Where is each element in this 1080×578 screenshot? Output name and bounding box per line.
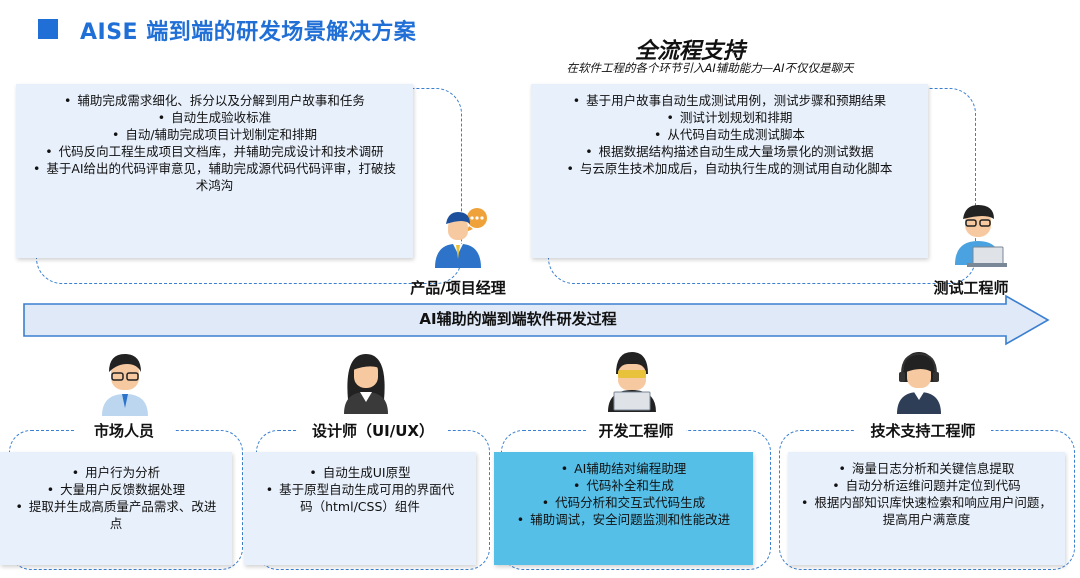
test-item: • 测试计划规划和排期 <box>547 109 912 126</box>
test-engineer-avatar-icon <box>955 205 1007 267</box>
test-item: • 与云原生技术加成后，自动执行生成的测试用自动化脚本 <box>547 160 912 177</box>
pm-item-text: 自动/辅助完成项目计划制定和排期 <box>125 127 318 142</box>
support-item: • 自动分析运维问题并定位到代码 <box>800 477 1053 494</box>
marketing-label: 市场人员 <box>74 420 174 441</box>
pm-item-text: 自动生成验收标准 <box>171 110 272 125</box>
test-box: • 基于用户故事自动生成测试用例，测试步骤和预期结果 • 测试计划规划和排期 • 从代… <box>531 84 928 258</box>
marketing-item: • 大量用户反馈数据处理 <box>14 481 218 498</box>
pm-item: • 基于AI给出的代码评审意见，辅助完成源代码代码评审，打破技术鸿沟 <box>32 160 397 194</box>
pm-item: • 代码反向工程生成项目文档库，并辅助完成设计和技术调研 <box>32 143 397 160</box>
bullet: • <box>15 499 23 514</box>
developer-item-text: 代码补全和生成 <box>586 478 674 493</box>
developer-item: • 代码补全和生成 <box>502 477 745 494</box>
bullet: • <box>541 495 550 510</box>
marketing-item-text: 大量用户反馈数据处理 <box>60 482 186 497</box>
marketing-item: • 提取并生成高质量产品需求、改进点 <box>14 498 218 532</box>
developer-item-text: AI辅助结对编程助理 <box>574 461 687 476</box>
designer-list: • 自动生成UI原型 • 基于原型自动生成可用的界面代码（html/CSS）组件 <box>260 464 460 515</box>
bullet: • <box>585 144 593 159</box>
test-engineer-label: 测试工程师 <box>933 279 1009 297</box>
support-item-text: 自动分析运维问题并定位到代码 <box>845 478 1021 493</box>
page-title: AISE 端到端的研发场景解决方案 <box>80 20 417 45</box>
bullet: • <box>832 478 840 493</box>
support-item: • 根据内部知识库快速检索和响应用户问题，提高用户满意度 <box>800 494 1053 528</box>
pm-item: • 辅助完成需求细化、拆分以及分解到用户故事和任务 <box>32 92 397 109</box>
title-square-icon <box>38 19 58 39</box>
developer-avatar-icon <box>608 352 656 412</box>
developer-list: • AI辅助结对编程助理 • 代码补全和生成 • 代码分析和交互式代码生成 • 辅助调试… <box>502 460 745 528</box>
test-item-text: 根据数据结构描述自动生成大量场景化的测试数据 <box>598 144 874 159</box>
pm-item: • 自动生成验收标准 <box>32 109 397 126</box>
developer-label: 开发工程师 <box>586 420 686 441</box>
bullet: • <box>566 161 574 176</box>
test-item-text: 与云原生技术加成后，自动执行生成的测试用自动化脚本 <box>579 161 893 176</box>
test-item-text: 从代码自动生成测试脚本 <box>667 127 805 142</box>
designer-item-text: 基于原型自动生成可用的界面代码（html/CSS）组件 <box>279 482 455 514</box>
designer-item: • 自动生成UI原型 <box>260 464 460 481</box>
center-title: 全流程支持 <box>634 39 745 64</box>
product-manager-label: 产品/项目经理 <box>410 279 506 297</box>
developer-item: • 代码分析和交互式代码生成 <box>502 494 745 511</box>
bullet: • <box>32 161 41 176</box>
pm-item-text: 辅助完成需求细化、拆分以及分解到用户故事和任务 <box>77 93 365 108</box>
product-manager-avatar-icon <box>435 208 487 268</box>
marketing-item: • 用户行为分析 <box>14 464 218 481</box>
test-item-text: 测试计划规划和排期 <box>679 110 793 125</box>
support-item: • 海量日志分析和关键信息提取 <box>800 460 1053 477</box>
marketing-item-text: 用户行为分析 <box>85 465 161 480</box>
support-item-text: 海量日志分析和关键信息提取 <box>851 461 1015 476</box>
bullet: • <box>573 478 581 493</box>
support-label: 技术支持工程师 <box>855 420 991 441</box>
test-list: • 基于用户故事自动生成测试用例，测试步骤和预期结果 • 测试计划规划和排期 • 从代… <box>547 92 912 177</box>
bullet: • <box>572 93 581 108</box>
developer-item: • 辅助调试，安全问题监测和性能改进 <box>502 511 745 528</box>
developer-item: • AI辅助结对编程助理 <box>502 460 745 477</box>
bullet: • <box>309 465 317 480</box>
bullet: • <box>46 482 55 497</box>
pm-item-text: 代码反向工程生成项目文档库，并辅助完成设计和技术调研 <box>58 144 384 159</box>
bullet: • <box>45 144 53 159</box>
bullet: • <box>838 461 846 476</box>
bullet: • <box>64 93 72 108</box>
test-item: • 基于用户故事自动生成测试用例，测试步骤和预期结果 <box>547 92 912 109</box>
support-list: • 海量日志分析和关键信息提取 • 自动分析运维问题并定位到代码 • 根据内部知识库快… <box>800 460 1053 528</box>
marketing-item-text: 提取并生成高质量产品需求、改进点 <box>28 499 217 531</box>
designer-label: 设计师（UI/UX） <box>298 420 448 441</box>
designer-avatar-icon <box>344 354 388 414</box>
pm-list: • 辅助完成需求细化、拆分以及分解到用户故事和任务 • 自动生成验收标准 • 自动/辅… <box>32 92 397 194</box>
pm-box: • 辅助完成需求细化、拆分以及分解到用户故事和任务 • 自动生成验收标准 • 自动/辅… <box>16 84 413 258</box>
designer-box: • 自动生成UI原型 • 基于原型自动生成可用的界面代码（html/CSS）组件 <box>244 452 476 565</box>
developer-item-text: 代码分析和交互式代码生成 <box>555 495 706 510</box>
support-item-text: 根据内部知识库快速检索和响应用户问题，提高用户满意度 <box>814 495 1052 527</box>
process-arrow <box>23 294 1050 346</box>
developer-box: • AI辅助结对编程助理 • 代码补全和生成 • 代码分析和交互式代码生成 • 辅助调试… <box>494 452 753 565</box>
marketing-box: • 用户行为分析 • 大量用户反馈数据处理 • 提取并生成高质量产品需求、改进点 <box>0 452 232 565</box>
test-item: • 根据数据结构描述自动生成大量场景化的测试数据 <box>547 143 912 160</box>
designer-item: • 基于原型自动生成可用的界面代码（html/CSS）组件 <box>260 481 460 515</box>
bullet: • <box>560 461 569 476</box>
pm-item-text: 基于AI给出的代码评审意见，辅助完成源代码代码评审，打破技术鸿沟 <box>46 161 397 193</box>
marketing-avatar-icon <box>102 354 148 416</box>
test-item-text: 基于用户故事自动生成测试用例，测试步骤和预期结果 <box>586 93 887 108</box>
designer-item-text: 自动生成UI原型 <box>322 465 411 480</box>
pm-item: • 自动/辅助完成项目计划制定和排期 <box>32 126 397 143</box>
bullet: • <box>265 482 274 497</box>
support-box: • 海量日志分析和关键信息提取 • 自动分析运维问题并定位到代码 • 根据内部知识库快… <box>788 452 1065 565</box>
bullet: • <box>654 127 662 142</box>
bullet: • <box>666 110 674 125</box>
marketing-list: • 用户行为分析 • 大量用户反馈数据处理 • 提取并生成高质量产品需求、改进点 <box>14 464 218 532</box>
bullet: • <box>516 512 525 527</box>
center-subtitle: 在软件工程的各个环节引入AI辅助能力—AI不仅仅是聊天 <box>566 61 854 75</box>
test-item: • 从代码自动生成测试脚本 <box>547 126 912 143</box>
bullet: • <box>111 127 120 142</box>
bullet: • <box>801 495 809 510</box>
process-arrow-label: AI辅助的端到端软件研发过程 <box>419 310 617 328</box>
bullet: • <box>71 465 80 480</box>
developer-item-text: 辅助调试，安全问题监测和性能改进 <box>530 512 731 527</box>
support-avatar-icon <box>897 352 941 414</box>
bullet: • <box>157 110 166 125</box>
